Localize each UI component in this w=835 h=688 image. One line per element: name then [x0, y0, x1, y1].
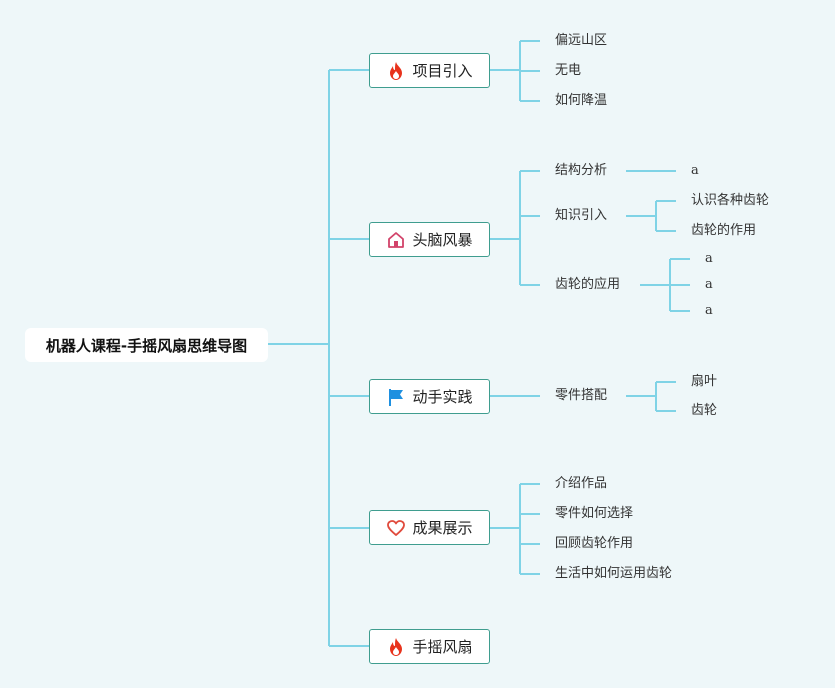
- leaf-node[interactable]: 回顾齿轮作用: [555, 536, 634, 551]
- connector-b2-3: [640, 258, 690, 312]
- leaf-node[interactable]: 齿轮: [691, 403, 718, 418]
- leaf-node[interactable]: 结构分析: [555, 163, 608, 178]
- leaf-node[interactable]: 无电: [555, 63, 582, 78]
- fire-icon: [386, 637, 406, 657]
- leaf-node[interactable]: 如何降温: [555, 93, 608, 108]
- branch-label: 手摇风扇: [412, 638, 473, 656]
- leaf-node[interactable]: 生活中如何运用齿轮: [555, 566, 673, 581]
- branch-node-hand-fan[interactable]: 手摇风扇: [369, 629, 490, 664]
- branch-label: 成果展示: [412, 519, 473, 537]
- connector-b2-2: [626, 200, 676, 232]
- fire-icon: [386, 61, 406, 81]
- connector-b1: [490, 40, 540, 102]
- leaf-node[interactable]: 认识各种齿轮: [691, 193, 770, 208]
- branch-node-brainstorm[interactable]: 头脑风暴: [369, 222, 490, 257]
- leaf-node[interactable]: 偏远山区: [555, 33, 608, 48]
- branch-node-project-intro[interactable]: 项目引入: [369, 53, 490, 88]
- connector-b2: [490, 170, 540, 286]
- leaf-node[interactable]: 齿轮的作用: [691, 223, 757, 238]
- leaf-node[interactable]: 介绍作品: [555, 476, 608, 491]
- leaf-node[interactable]: a: [705, 277, 713, 292]
- branch-node-showcase[interactable]: 成果展示: [369, 510, 490, 545]
- leaf-node[interactable]: a: [691, 163, 699, 178]
- leaf-node[interactable]: a: [705, 303, 713, 318]
- root-label: 机器人课程-手摇风扇思维导图: [45, 336, 248, 355]
- house-icon: [386, 230, 406, 250]
- branch-node-hands-on[interactable]: 动手实践: [369, 379, 490, 414]
- leaf-node[interactable]: a: [705, 251, 713, 266]
- branch-label: 动手实践: [412, 388, 473, 406]
- branch-label: 头脑风暴: [412, 231, 473, 249]
- connector-b3-1: [626, 381, 676, 412]
- leaf-node[interactable]: 零件搭配: [555, 388, 608, 403]
- branch-label: 项目引入: [412, 62, 473, 80]
- leaf-node[interactable]: 零件如何选择: [555, 506, 634, 521]
- leaf-node[interactable]: 齿轮的应用: [555, 277, 621, 292]
- leaf-node[interactable]: 知识引入: [555, 208, 608, 223]
- root-node[interactable]: 机器人课程-手摇风扇思维导图: [25, 328, 268, 362]
- leaf-node[interactable]: 扇叶: [691, 374, 718, 389]
- flag-icon: [386, 387, 406, 407]
- heart-icon: [386, 518, 406, 538]
- connector-b4: [490, 483, 540, 575]
